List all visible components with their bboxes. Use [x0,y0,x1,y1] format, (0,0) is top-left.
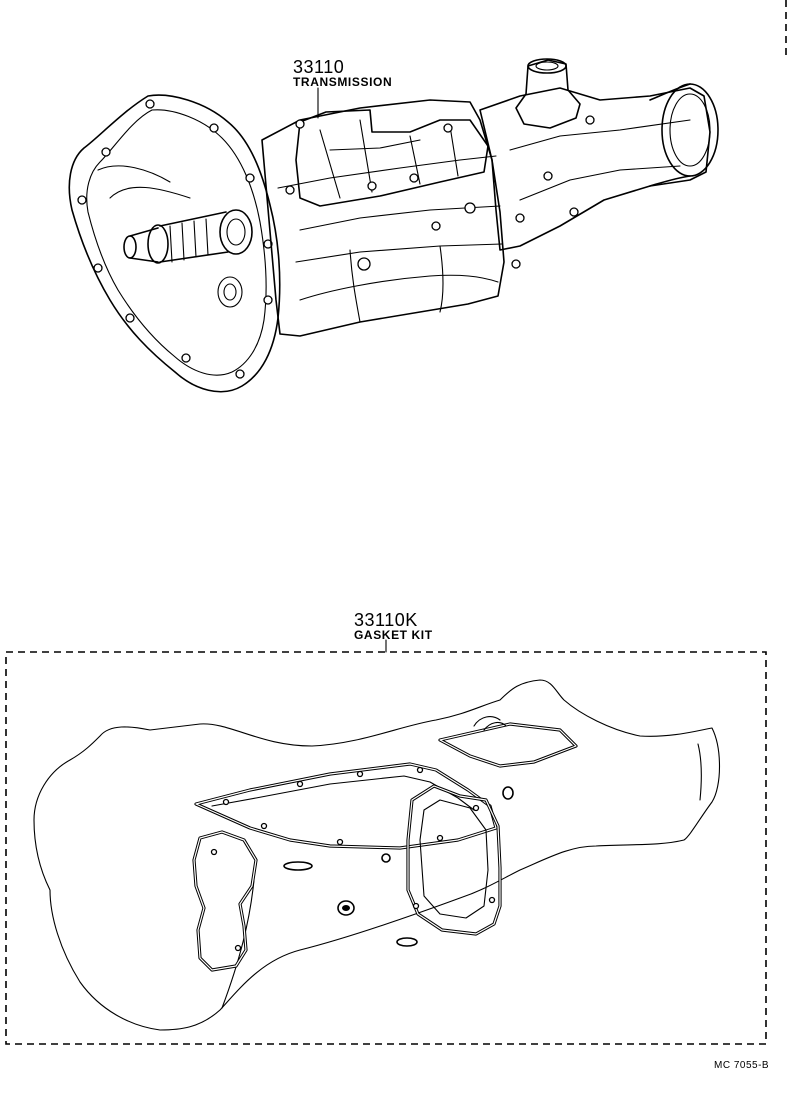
shift-cover-gasket [438,722,578,768]
drain-gasket [396,937,418,947]
transmission-outline-ghost [33,679,720,1031]
bell-housing-inner-rim [86,109,267,376]
bell-housing [68,94,281,393]
input-shaft [123,209,253,264]
main-case [261,99,505,337]
gasket-kit-illustration-icon [5,639,767,1045]
shift-lever-boss [515,59,581,129]
gasket-bolt-holes [210,766,496,952]
seal-slot [283,861,313,871]
drawing-code: MC 7055-B [714,1060,770,1071]
transmission-part-number: 33110 [293,57,345,77]
gasket-kit-part-name: GASKET KIT [354,628,433,642]
case-bolts [285,115,595,271]
transmission-part-name: TRANSMISSION [293,75,393,89]
front-cover-gasket [192,830,258,972]
extension-housing [479,87,711,251]
case-top-gasket [194,762,498,850]
rear-output [649,83,719,187]
oil-seal [337,900,355,916]
o-ring [502,786,514,800]
gasket-kit-part-number: 33110K [354,610,418,630]
bell-housing-bolts [77,99,273,379]
shift-cover [295,109,489,207]
